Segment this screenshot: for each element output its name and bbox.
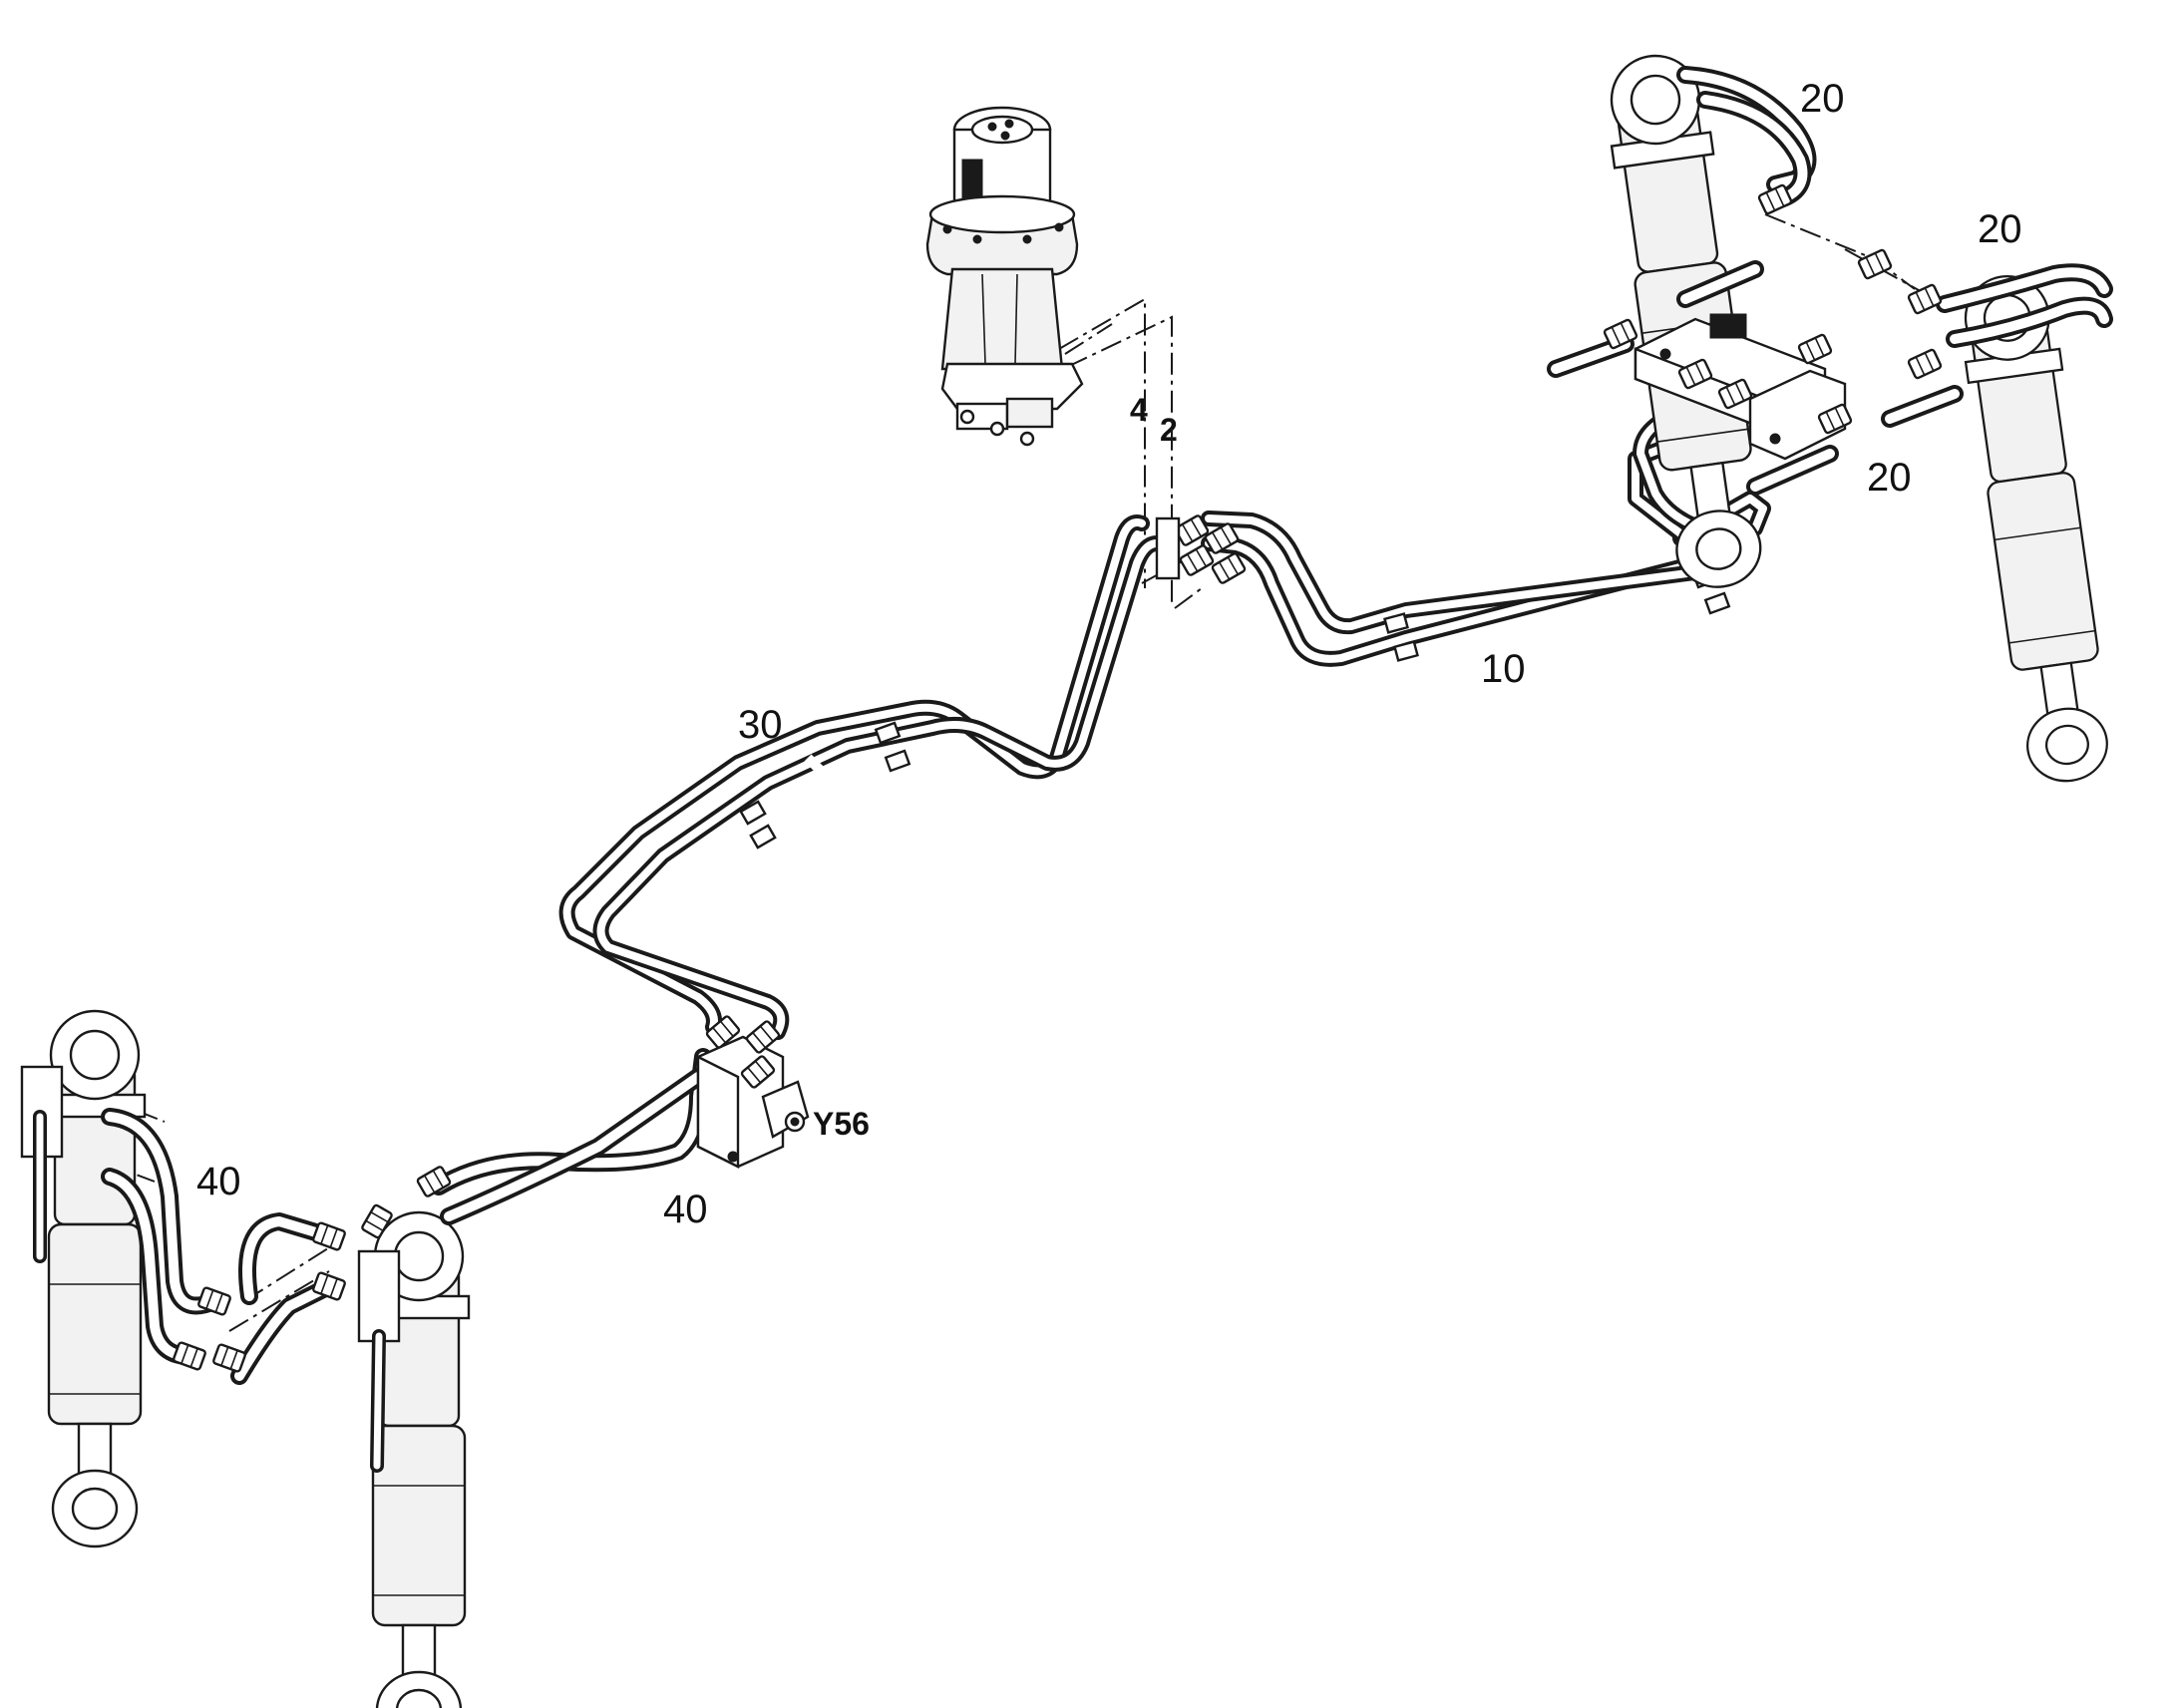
left-assembly [20, 1009, 810, 1708]
callout-item-20-mid: 20 [1978, 207, 2022, 251]
hydraulic-cylinder-icon-right-bottom [1953, 268, 2121, 789]
right-assembly [1547, 48, 2121, 789]
valve-label-y56: Y56 [813, 1106, 870, 1142]
callout-item-20-top: 20 [1800, 77, 1845, 121]
connector-label-2: 2 [1160, 412, 1178, 448]
rotary-joint-icon [925, 106, 1113, 447]
callout-item-40-left: 40 [196, 1160, 241, 1203]
hoses-item-20 [1547, 66, 2113, 496]
callout-labels: 20 20 20 10 30 40 40 4 2 Y56 [196, 77, 2022, 1231]
outlet-fittings [1155, 513, 1248, 585]
connector-label-4: 4 [1130, 392, 1148, 428]
solenoid-valve-icon [696, 1014, 810, 1169]
callout-item-10: 10 [1481, 647, 1526, 691]
callout-item-20-bottom: 20 [1867, 456, 1912, 500]
valve-block-icon [1602, 182, 1944, 461]
rotary-joint [925, 106, 1113, 447]
callout-item-40-center: 40 [663, 1188, 708, 1231]
hoses-item-40 [33, 1048, 712, 1473]
